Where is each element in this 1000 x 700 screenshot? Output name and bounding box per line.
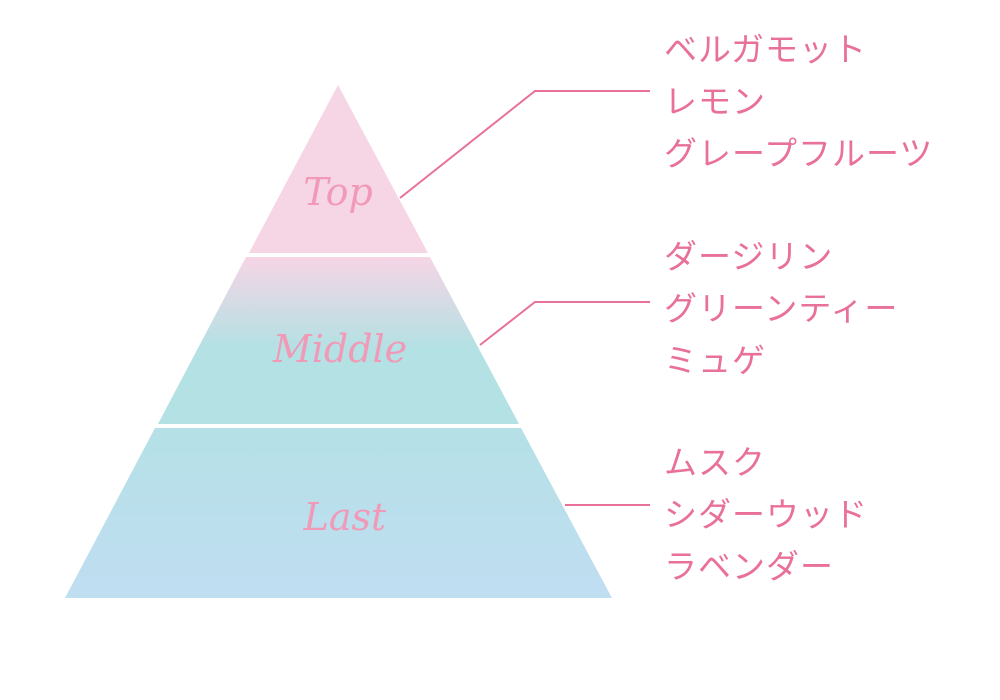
note-item: グレープフルーツ — [664, 134, 934, 173]
tier-middle — [158, 257, 519, 424]
note-item: グリーンティー — [664, 289, 899, 328]
top-notes-list: ベルガモット レモン グレープフルーツ — [664, 24, 933, 180]
note-item: レモン — [664, 82, 766, 121]
note-item: ミュゲ — [664, 341, 766, 380]
leader-line-top — [399, 90, 650, 199]
note-item: ムスク — [664, 443, 766, 482]
last-notes-list: ムスク シダーウッド ラベンダー — [664, 437, 868, 593]
note-item: ダージリン — [664, 237, 834, 276]
note-item: シダーウッド — [664, 495, 868, 534]
leader-line-middle — [479, 301, 650, 346]
tier-label-top: Top — [303, 170, 373, 214]
tier-label-last: Last — [303, 495, 387, 539]
note-item: ベルガモット — [664, 30, 868, 69]
note-item: ラベンダー — [664, 547, 834, 586]
tier-last — [65, 428, 612, 598]
tier-label-middle: Middle — [272, 327, 407, 371]
tier-top — [249, 85, 428, 253]
middle-notes-list: ダージリン グリーンティー ミュゲ — [664, 231, 898, 387]
